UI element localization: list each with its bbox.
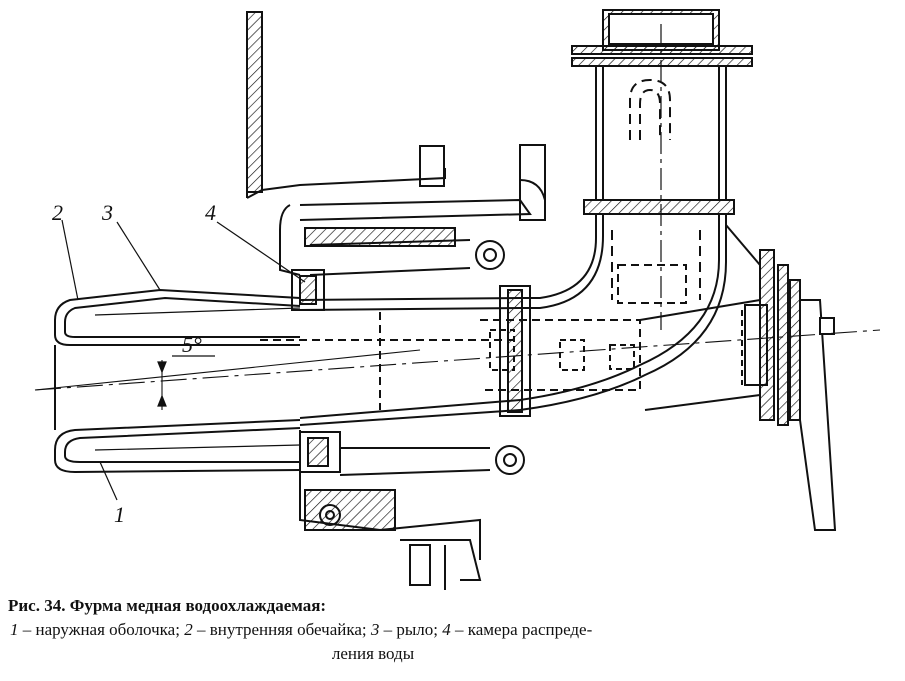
distribution-chamber-bottom (299, 431, 525, 526)
legend-text-1: – наружная оболочка; (18, 620, 185, 639)
label-part-1: 1 (114, 502, 125, 527)
legend-num-2: 2 (184, 620, 193, 639)
elbow-bend (519, 214, 727, 411)
angle-dimension (157, 361, 167, 407)
water-chamber-bottom (299, 430, 482, 590)
legend-num-3: 3 (370, 620, 380, 639)
tuyere-drawing: 2 3 4 1 5° (34, 9, 881, 590)
furnace-wall (246, 11, 263, 199)
legend-text-2: – внутренняя обечайка; (192, 620, 371, 639)
label-part-2: 2 (52, 200, 63, 225)
distribution-chamber-top (291, 239, 505, 311)
legend-num-4: 4 (442, 620, 451, 639)
legend-text-4: – камера распреде- (450, 620, 593, 639)
tuyere-nose (54, 288, 301, 474)
caption-continuation: ления воды (331, 644, 415, 663)
caption-legend: 1 – наружная оболочка; 2 – внутренняя об… (8, 618, 898, 642)
tuyere-body (260, 285, 641, 426)
legend-text-3: – рыло; (379, 620, 443, 639)
label-angle: 5° (182, 332, 202, 357)
label-part-3: 3 (101, 200, 113, 225)
caption-title: Рис. 34. Фурма медная водоохлаждаемая: (8, 596, 327, 615)
water-chamber-top (261, 144, 546, 276)
top-vertical-pipe (571, 9, 753, 330)
label-part-4: 4 (205, 200, 216, 225)
leader-lines (61, 219, 306, 501)
figure-caption: Рис. 34. Фурма медная водоохлаждаемая: 1… (8, 594, 898, 666)
legend-num-1: 1 (10, 620, 19, 639)
side-branch-pipe (639, 224, 837, 531)
